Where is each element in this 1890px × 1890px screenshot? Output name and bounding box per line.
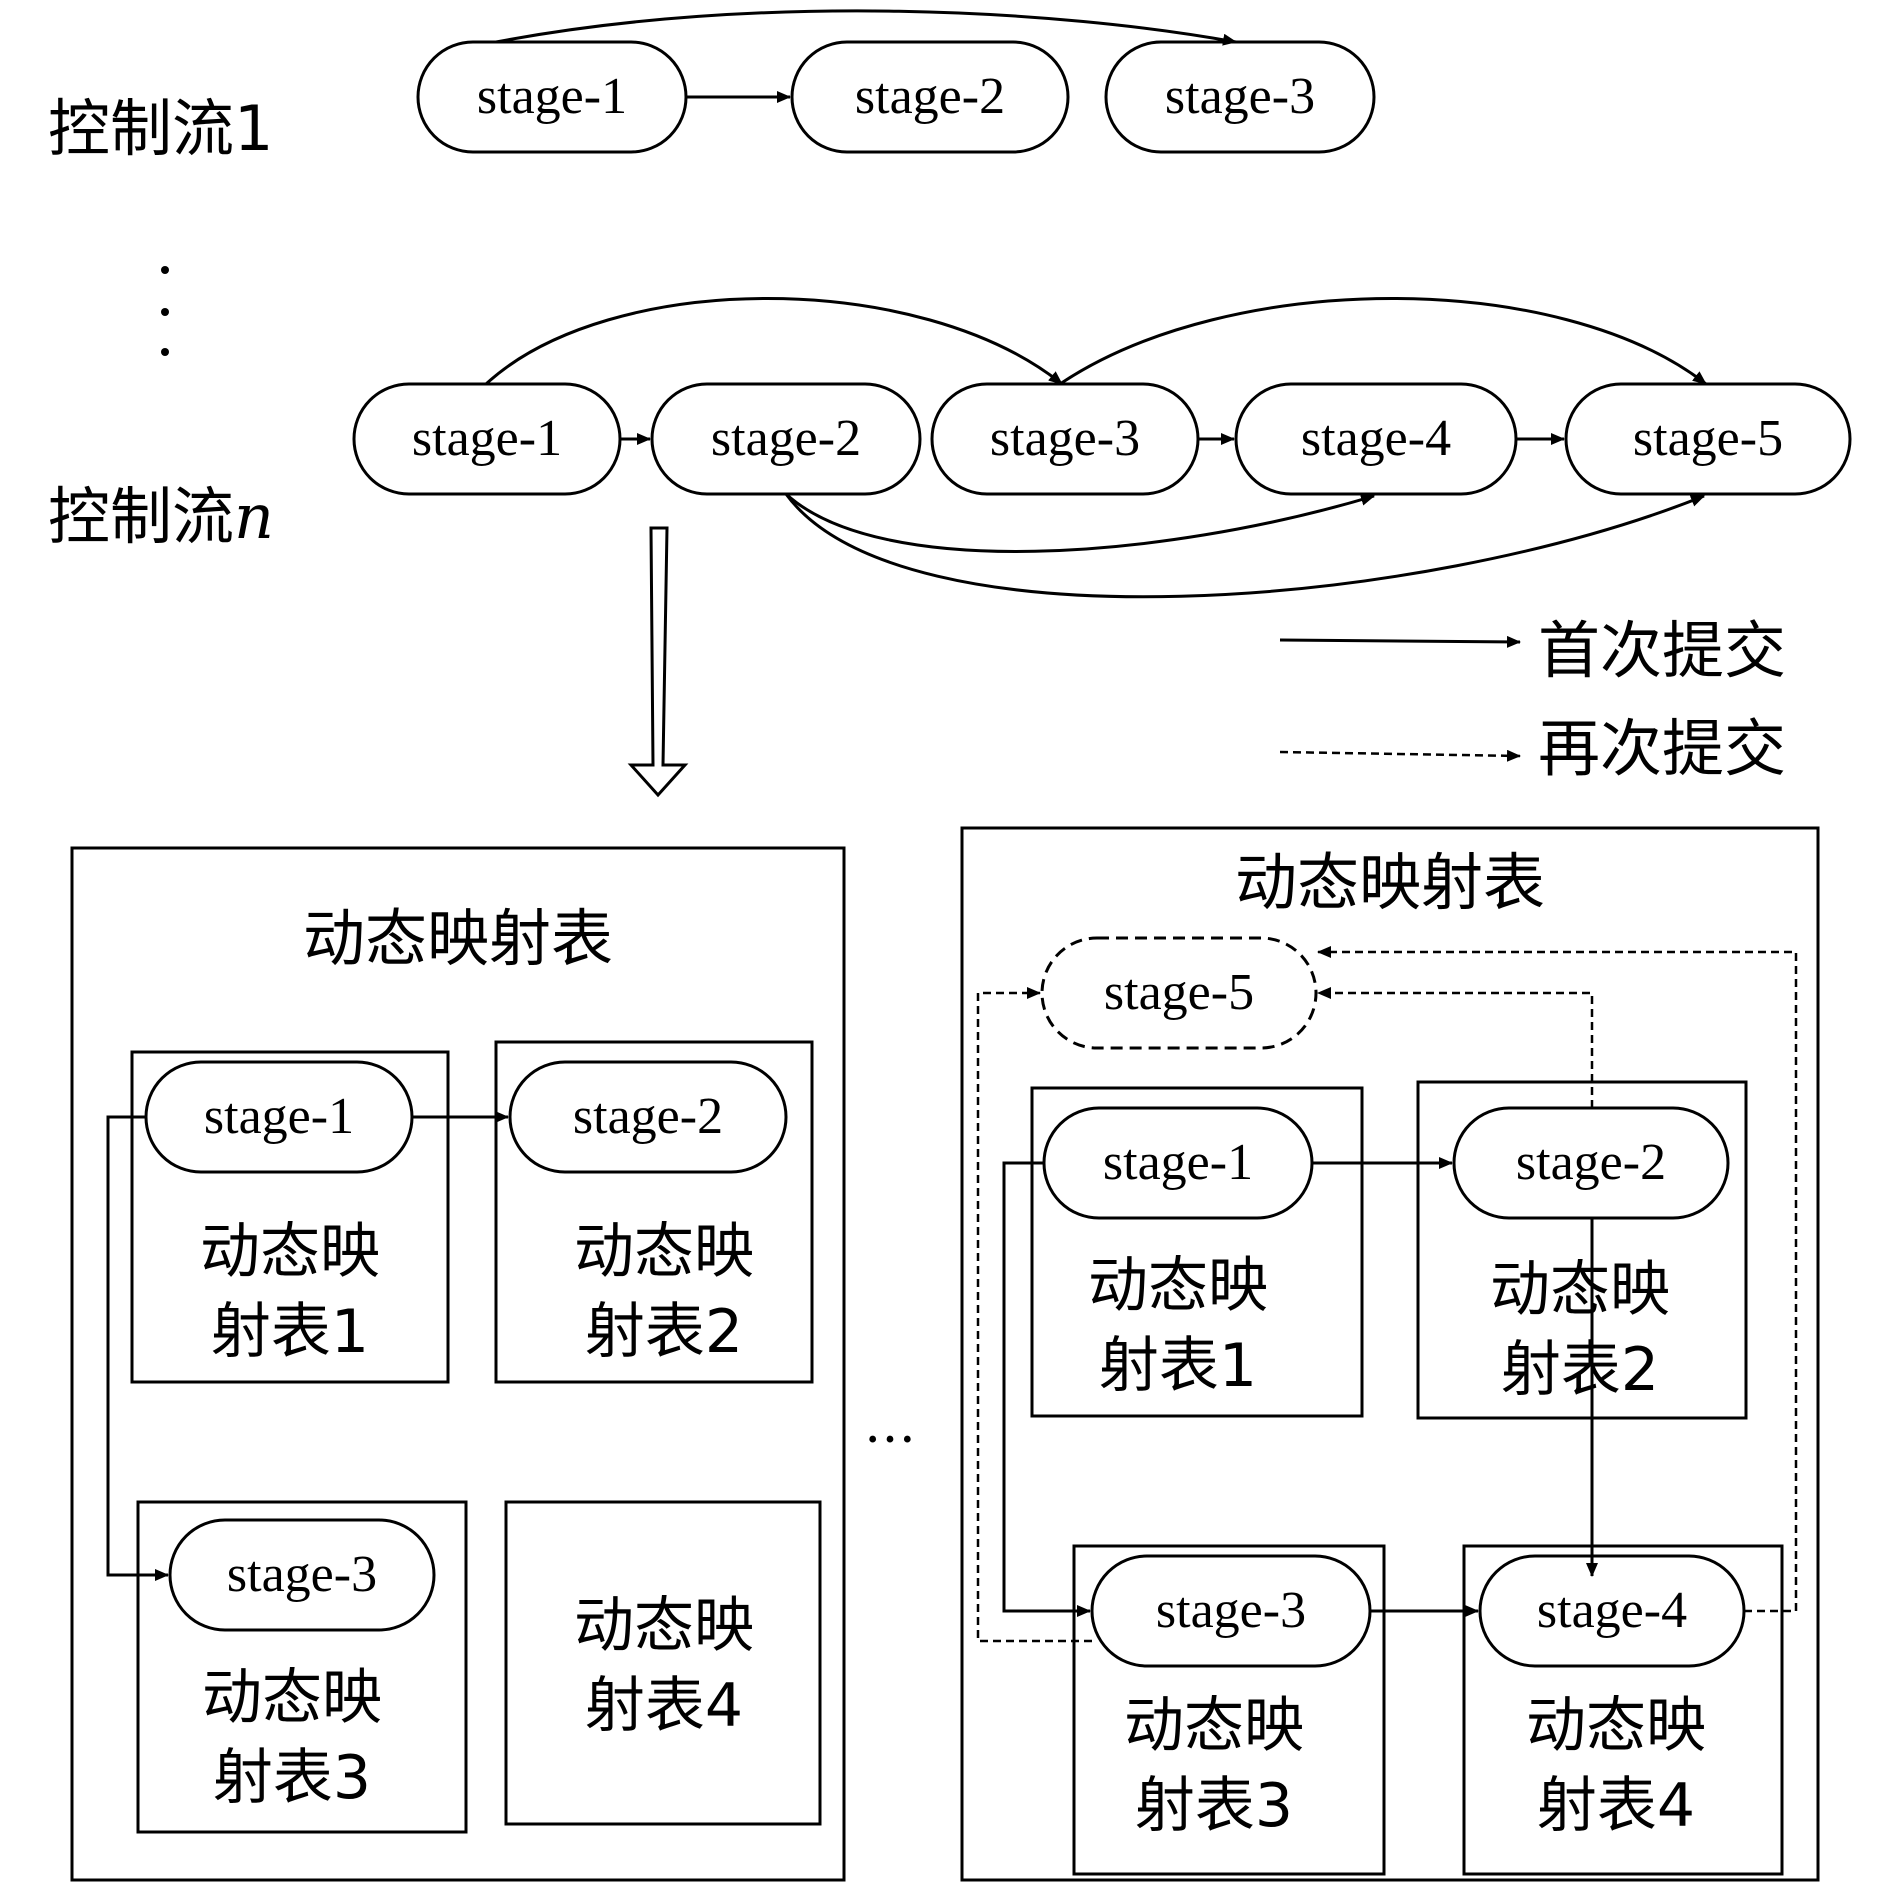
legend-resubmit: 再次提交: [1538, 712, 1786, 785]
right-resubmit-3-5: [976, 987, 1092, 1643]
right-table-1-line1: 动态映: [1088, 1251, 1268, 1321]
expand-down-arrow: [627, 526, 689, 798]
flown-stage-1-label: stage-1: [412, 410, 562, 467]
left-stage-1-label: stage-1: [204, 1088, 354, 1145]
right-stage-4: stage-4: [1478, 1554, 1746, 1668]
flow1-stage-2: stage-2: [790, 40, 1070, 154]
left-table-1-line1: 动态映: [200, 1217, 380, 1287]
flown-stage-5-label: stage-5: [1633, 410, 1783, 467]
flow1-stage-3-label: stage-3: [1165, 68, 1315, 125]
flown-label: 控制流n: [48, 480, 274, 553]
right-pending-stage-5-label: stage-5: [1104, 964, 1254, 1021]
flown-edge-3-5: [1059, 297, 1707, 386]
left-table-3-line2: 射表3: [213, 1743, 371, 1813]
right-table-4-line2: 射表4: [1537, 1771, 1695, 1841]
flown-stage-4-label: stage-4: [1301, 410, 1451, 467]
flown-stage-3-label: stage-3: [990, 410, 1140, 467]
left-stage-2-label: stage-2: [573, 1088, 723, 1145]
flow1-label: 控制流1: [48, 92, 273, 165]
flow1-edge-1-3: [495, 9, 1237, 46]
right-table-3-line1: 动态映: [1124, 1691, 1304, 1761]
flow1-stage-3: stage-3: [1104, 40, 1376, 154]
right-panel-title: 动态映射表: [1235, 846, 1545, 919]
flown-edge-2-4: [784, 492, 1375, 553]
right-stage-4-label: stage-4: [1537, 1582, 1687, 1639]
legend-solid-arrow: [1279, 635, 1521, 648]
left-table-3-line1: 动态映: [202, 1663, 382, 1733]
flown-stage-3: stage-3: [930, 382, 1200, 496]
flow1-stage-1: stage-1: [416, 40, 688, 154]
right-resubmit-4-5: [1317, 946, 1798, 1613]
left-table-4-line1: 动态映: [574, 1591, 754, 1661]
right-stage-3: stage-3: [1090, 1554, 1372, 1668]
left-panel-title: 动态映射表: [303, 902, 613, 975]
legend-first-submit: 首次提交: [1538, 614, 1786, 687]
left-stage-3-label: stage-3: [227, 1546, 377, 1603]
flown-stage-1: stage-1: [352, 382, 622, 496]
left-table-4: [504, 1500, 822, 1826]
left-stage-1: stage-1: [144, 1060, 414, 1174]
legend-dashed-arrow: [1279, 749, 1521, 762]
right-pending-stage-5: stage-5: [1040, 936, 1318, 1050]
right-table-3-line2: 射表3: [1135, 1771, 1293, 1841]
left-stage-2: stage-2: [508, 1060, 788, 1174]
right-table-2-line1: 动态映: [1490, 1255, 1670, 1325]
flown-edge-1-3: [484, 297, 1063, 386]
flown-stage-2: stage-2: [650, 382, 922, 496]
left-table-2-line2: 射表2: [585, 1297, 743, 1367]
right-table-2-line2: 射表2: [1501, 1335, 1659, 1405]
right-edge-1-3: [1002, 1161, 1091, 1617]
panels-ellipsis: …: [864, 1395, 916, 1455]
right-stage-3-label: stage-3: [1156, 1582, 1306, 1639]
right-stage-2-label: stage-2: [1516, 1134, 1666, 1191]
left-table-1-line2: 射表1: [211, 1297, 369, 1367]
flown-stage-2-label: stage-2: [711, 410, 861, 467]
flown-stage-4: stage-4: [1234, 382, 1518, 496]
left-table-2-line1: 动态映: [574, 1217, 754, 1287]
left-table-4-line2: 射表4: [585, 1671, 743, 1741]
left-stage-3: stage-3: [168, 1518, 436, 1632]
right-table-1-line2: 射表1: [1099, 1331, 1257, 1401]
right-stage-1-label: stage-1: [1103, 1134, 1253, 1191]
flown-stage-5: stage-5: [1564, 382, 1852, 496]
flow1-stage-1-label: stage-1: [477, 68, 627, 125]
right-stage-1: stage-1: [1042, 1106, 1314, 1220]
flow1-stage-2-label: stage-2: [855, 68, 1005, 125]
vertical-ellipsis: [161, 266, 169, 356]
right-table-4-line1: 动态映: [1526, 1691, 1706, 1761]
right-stage-2: stage-2: [1452, 1106, 1730, 1220]
left-edge-1-3: [106, 1115, 169, 1581]
flown-edge-2-5: [784, 493, 1705, 599]
